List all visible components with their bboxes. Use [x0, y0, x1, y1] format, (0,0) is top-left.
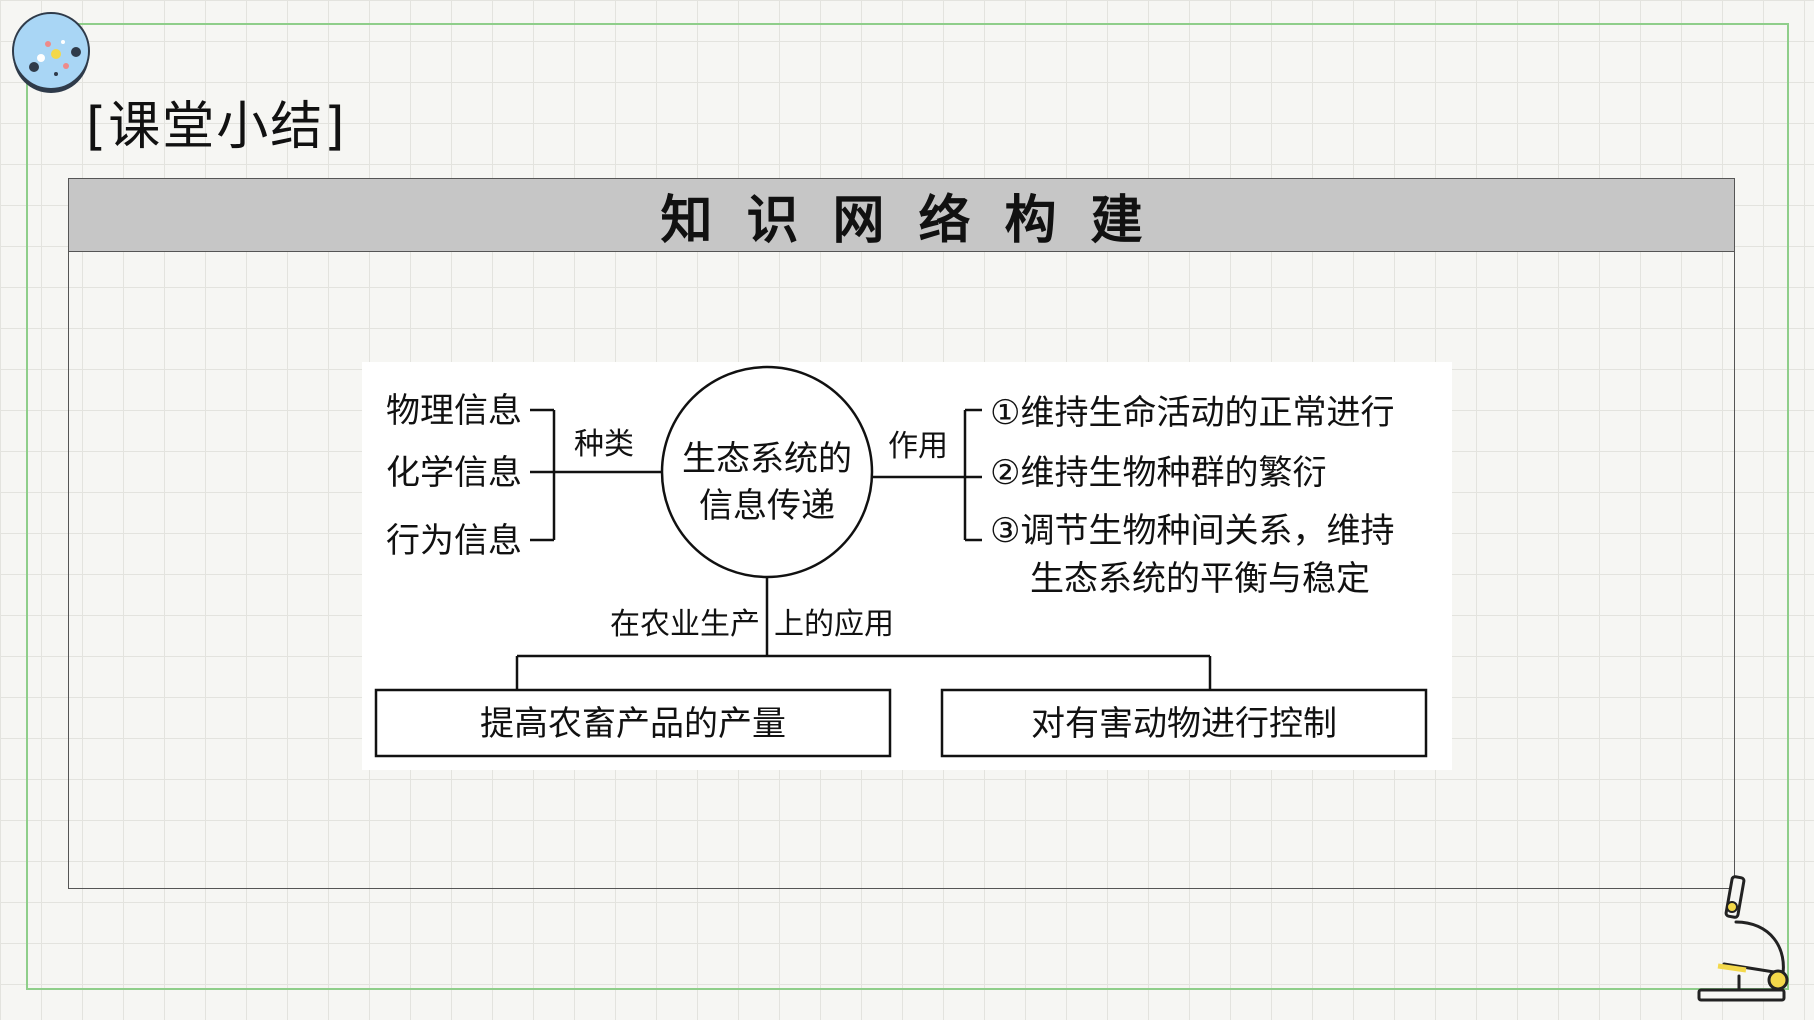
- application-item-2: 对有害动物进行控制: [1031, 704, 1337, 744]
- type-item-behavioral: 行为信息: [386, 521, 522, 561]
- knowledge-card: 知识网络构建: [68, 178, 1735, 889]
- card-header: 知识网络构建: [69, 179, 1734, 252]
- decorative-badge-icon: [12, 12, 90, 93]
- type-item-chemical: 化学信息: [386, 453, 522, 493]
- type-item-physical: 物理信息: [386, 391, 522, 431]
- center-line-2: 信息传递: [699, 486, 835, 526]
- function-item-3-line-1: ③调节生物种间关系，维持: [990, 511, 1394, 551]
- function-item-3-line-2: 生态系统的平衡与稳定: [1030, 559, 1370, 599]
- application-box-1: [374, 688, 892, 758]
- card-title: 知识网络构建: [660, 190, 1177, 251]
- microscope-icon: [1697, 875, 1789, 1002]
- types-label: 种类: [574, 427, 634, 462]
- section-title: [课堂小结]: [86, 97, 347, 157]
- concept-map: 物理信息 化学信息 行为信息 种类 生态系统的 信息传递 作用 ①维持生命活动的…: [362, 362, 1452, 770]
- page-frame: [26, 23, 1789, 990]
- application-label-left: 在农业生产: [610, 607, 760, 642]
- application-box-2: [940, 688, 1428, 758]
- application-item-1: 提高农畜产品的产量: [480, 704, 786, 744]
- functions-label: 作用: [888, 429, 948, 464]
- center-line-1: 生态系统的: [682, 439, 852, 479]
- function-item-1: ①维持生命活动的正常进行: [990, 393, 1394, 433]
- application-label-right: 上的应用: [774, 607, 894, 642]
- function-item-2: ②维持生物种群的繁衍: [990, 453, 1326, 493]
